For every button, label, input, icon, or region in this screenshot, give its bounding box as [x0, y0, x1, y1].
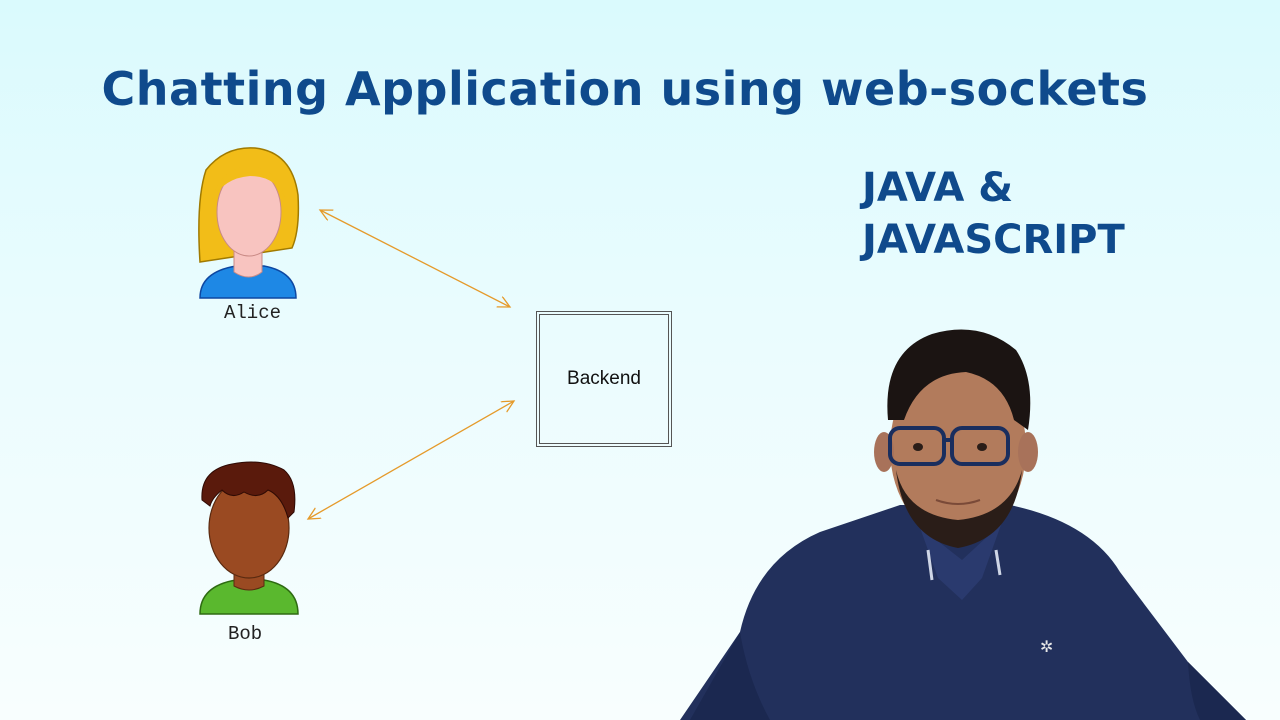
- bob-avatar-icon: [199, 461, 299, 615]
- alice-avatar-icon: [198, 147, 300, 299]
- bob-label: Bob: [228, 623, 263, 645]
- tech-stack-line-2: JAVASCRIPT: [862, 217, 1125, 263]
- tech-stack-line-1: JAVA &: [862, 165, 1014, 211]
- backend-node-inner: Backend: [539, 314, 669, 444]
- alice-backend-arrow: [320, 210, 510, 307]
- presenter-photo: ✲: [680, 329, 1246, 720]
- bob-backend-arrow: [308, 401, 514, 519]
- slide-title: Chatting Application using web-sockets: [101, 62, 1149, 116]
- alice-label: Alice: [224, 302, 282, 324]
- tech-stack-label: JAVA & JAVASCRIPT: [862, 162, 1125, 266]
- backend-node: Backend: [536, 311, 672, 447]
- backend-label: Backend: [567, 368, 641, 389]
- svg-text:✲: ✲: [1040, 637, 1053, 656]
